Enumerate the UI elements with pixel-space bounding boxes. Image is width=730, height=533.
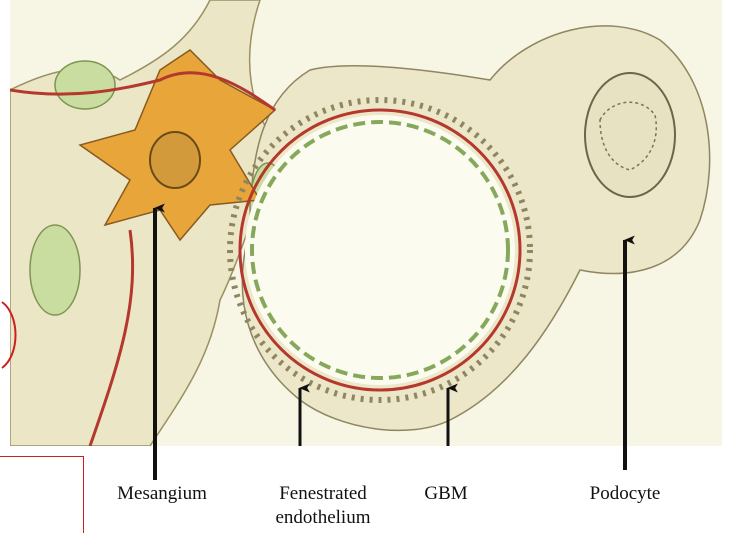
gbm-label: GBM <box>413 482 479 506</box>
fenestrated-endothelium-label: Fenestrated endothelium <box>255 482 391 530</box>
glomerulus-illustration <box>10 0 722 446</box>
red-annotation-box <box>0 456 84 533</box>
endothelial-cell-left <box>30 225 80 315</box>
capillary-lumen <box>245 115 515 385</box>
arrow-tails <box>0 440 730 485</box>
podocyte-nucleus <box>585 73 675 197</box>
podocyte-label: Podocyte <box>570 482 680 506</box>
fenestrated-label-line2: endothelium <box>255 506 391 530</box>
mesangium-label: Mesangium <box>102 482 222 506</box>
endothelial-cell-upper-left <box>55 61 115 109</box>
red-annotation-arc <box>0 300 22 370</box>
mesangial-nucleus <box>150 132 200 188</box>
fenestrated-label-line1: Fenestrated <box>255 482 391 506</box>
